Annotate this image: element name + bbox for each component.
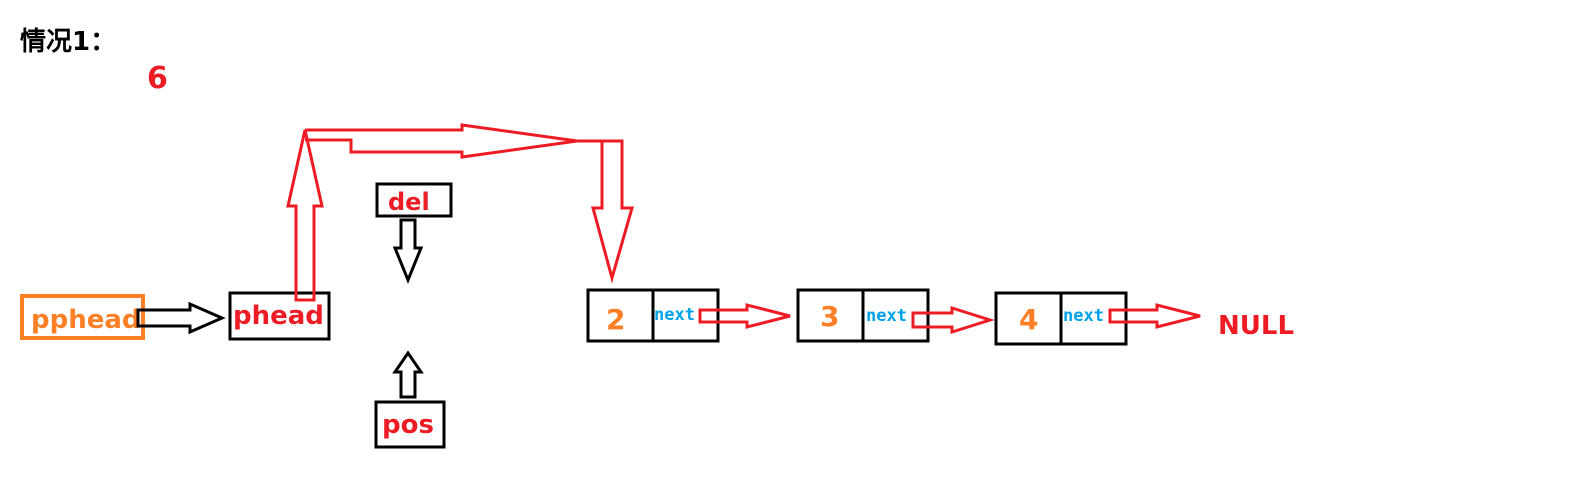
pos-label: pos (382, 410, 434, 440)
pos-up-arrow (392, 350, 424, 399)
node-2-next-label: next (654, 305, 695, 325)
node-3-next-arrow (911, 305, 995, 335)
pphead-to-phead-arrow (136, 301, 226, 335)
node-2-next-arrow (698, 303, 791, 329)
node-4-next-label: next (1063, 306, 1104, 326)
pphead-box: pphead (20, 294, 145, 340)
phead-box: phead (228, 291, 331, 341)
del-label: del (388, 188, 430, 216)
node-4-next-arrow (1108, 303, 1201, 329)
node-3-value: 3 (820, 300, 839, 333)
annotation-number: 6 (147, 61, 168, 96)
bypass-up-arrow (286, 129, 324, 302)
heading-text: 情况1： (20, 27, 116, 57)
bypass-horizontal-arrow (305, 123, 578, 159)
list-node-2: 2 next (586, 288, 720, 343)
list-node-3: 3 next (796, 288, 930, 343)
pphead-label: pphead (31, 305, 141, 335)
node-2-value: 2 (606, 303, 625, 336)
node-3-next-label: next (866, 306, 907, 326)
pos-box: pos (374, 400, 446, 449)
list-node-4: 4 next (994, 291, 1128, 346)
null-terminal: NULL (1218, 311, 1294, 341)
bypass-down-arrow (577, 139, 634, 284)
phead-label: phead (233, 301, 324, 331)
node-4-value: 4 (1019, 303, 1038, 336)
del-box: del (375, 182, 453, 218)
del-down-arrow (392, 218, 424, 284)
